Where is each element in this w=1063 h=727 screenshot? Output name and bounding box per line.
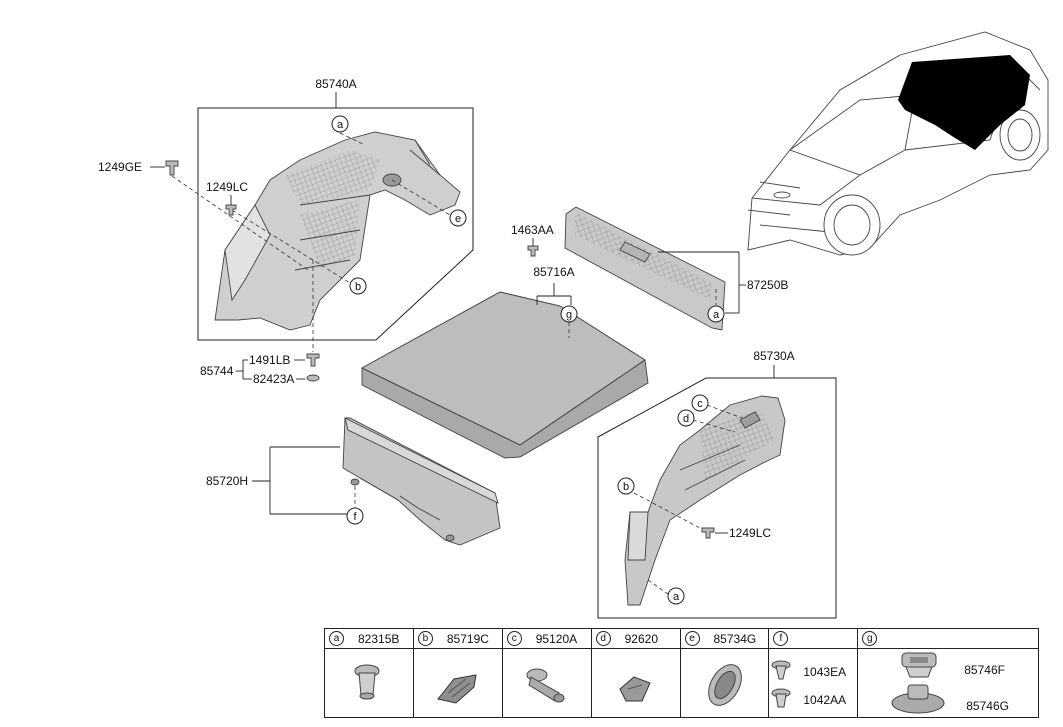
clips-g-icon <box>891 652 945 714</box>
sill-plate-group: 1463AA 87250B <box>511 206 788 331</box>
cover-85734g-icon <box>707 664 742 706</box>
part-label-screw-top: 1249GE <box>98 160 142 174</box>
callout-a-lh: a <box>331 115 349 133</box>
legend-letter-d: d <box>595 631 611 646</box>
svg-text:a: a <box>673 591 680 603</box>
legend-sub-code-f1: 1043EA <box>803 665 847 679</box>
svg-text:b: b <box>355 281 361 293</box>
svg-text:d: d <box>683 413 689 425</box>
callout-a-rh: a <box>667 587 685 605</box>
hook-92620-icon <box>619 676 651 702</box>
part-label-screw-rh: 1249LC <box>729 526 771 540</box>
svg-text:b: b <box>623 481 629 493</box>
callout-g-floor: g <box>560 305 578 323</box>
svg-text:a: a <box>713 309 720 321</box>
legend-letter-a: a <box>329 631 344 646</box>
legend-cell-f: f 1043EA 1042AA <box>769 629 859 717</box>
lh-quarter-trim-group: 85740A <box>197 77 474 341</box>
parts-legend-table: a 82315B b 85719C c 95120A d 92620 e 85734G f… <box>324 628 1039 718</box>
svg-text:f: f <box>353 511 357 523</box>
legend-cell-g: g 85746F 85746G <box>858 629 1038 717</box>
legend-letter-g: g <box>862 631 878 646</box>
part-label-back-trim: 85720H <box>206 474 248 488</box>
clip-85719c-icon <box>436 674 477 704</box>
legend-letter-b: b <box>417 631 433 646</box>
screw-1249lc-lh: 1249LC <box>206 180 248 216</box>
part-label-fastener-1: 1491LB <box>249 353 290 367</box>
callout-markers: a e b a g f c d b a <box>331 115 725 605</box>
svg-text:a: a <box>337 119 344 131</box>
part-label-sill-plate: 87250B <box>747 278 788 292</box>
callout-f-back: f <box>346 507 364 525</box>
svg-text:e: e <box>455 213 461 225</box>
svg-text:c: c <box>697 398 703 410</box>
part-label-lh-trim: 85740A <box>315 77 356 91</box>
callout-b-lh: b <box>349 277 367 295</box>
legend-sub-code-g1: 85746F <box>964 663 1005 677</box>
rh-quarter-trim-group: 85730A 1249LC <box>597 349 837 619</box>
part-label-fastener-2: 82423A <box>253 372 294 386</box>
legend-sub-code-f2: 1042AA <box>803 693 847 707</box>
callout-c-rh: c <box>691 394 709 412</box>
callout-d-rh: d <box>677 409 695 427</box>
legend-code-c: 95120A <box>535 631 578 646</box>
part-label-screw-lh: 1249LC <box>206 180 248 194</box>
fastener-set-85744: 1491LB 82423A 85744 <box>200 260 320 386</box>
legend-cell-d: d 92620 <box>591 629 681 717</box>
part-label-clip-1463: 1463AA <box>511 223 554 237</box>
floor-cover-group: 85716A <box>361 265 649 459</box>
clip-82315b-icon <box>354 664 380 700</box>
svg-text:g: g <box>566 309 572 321</box>
callout-b-rh: b <box>617 477 635 495</box>
vehicle-illustration <box>747 31 1049 256</box>
legend-letter-f: f <box>773 631 789 646</box>
part-label-rh-trim: 85730A <box>753 349 794 363</box>
callout-a-sill: a <box>707 305 725 323</box>
highlighted-area-silhouette <box>898 55 1030 150</box>
clips-f-icon <box>771 660 791 708</box>
legend-cell-a: a 82315B <box>325 629 414 717</box>
legend-cell-c: c 95120A <box>502 629 592 717</box>
legend-cell-e: e 85734G <box>680 629 770 717</box>
legend-letter-c: c <box>506 631 522 646</box>
legend-code-a: 82315B <box>358 631 400 646</box>
part-label-floor-cover: 85716A <box>533 265 574 279</box>
legend-sub-code-g2: 85746G <box>966 699 1009 713</box>
part-label-fastener-set: 85744 <box>200 364 234 378</box>
screw-1249ge: 1249GE <box>98 160 309 271</box>
legend-code-b: 85719C <box>446 631 489 646</box>
legend-cell-b: b 85719C <box>413 629 503 717</box>
lh-trim-texture <box>285 150 380 205</box>
legend-code-d: 92620 <box>624 631 658 646</box>
grommet-95120a-icon <box>526 668 565 703</box>
back-trim-group: 85720H <box>206 417 501 546</box>
legend-code-e: 85734G <box>713 631 757 646</box>
legend-letter-e: e <box>684 631 700 646</box>
callout-e-lh: e <box>449 209 467 227</box>
